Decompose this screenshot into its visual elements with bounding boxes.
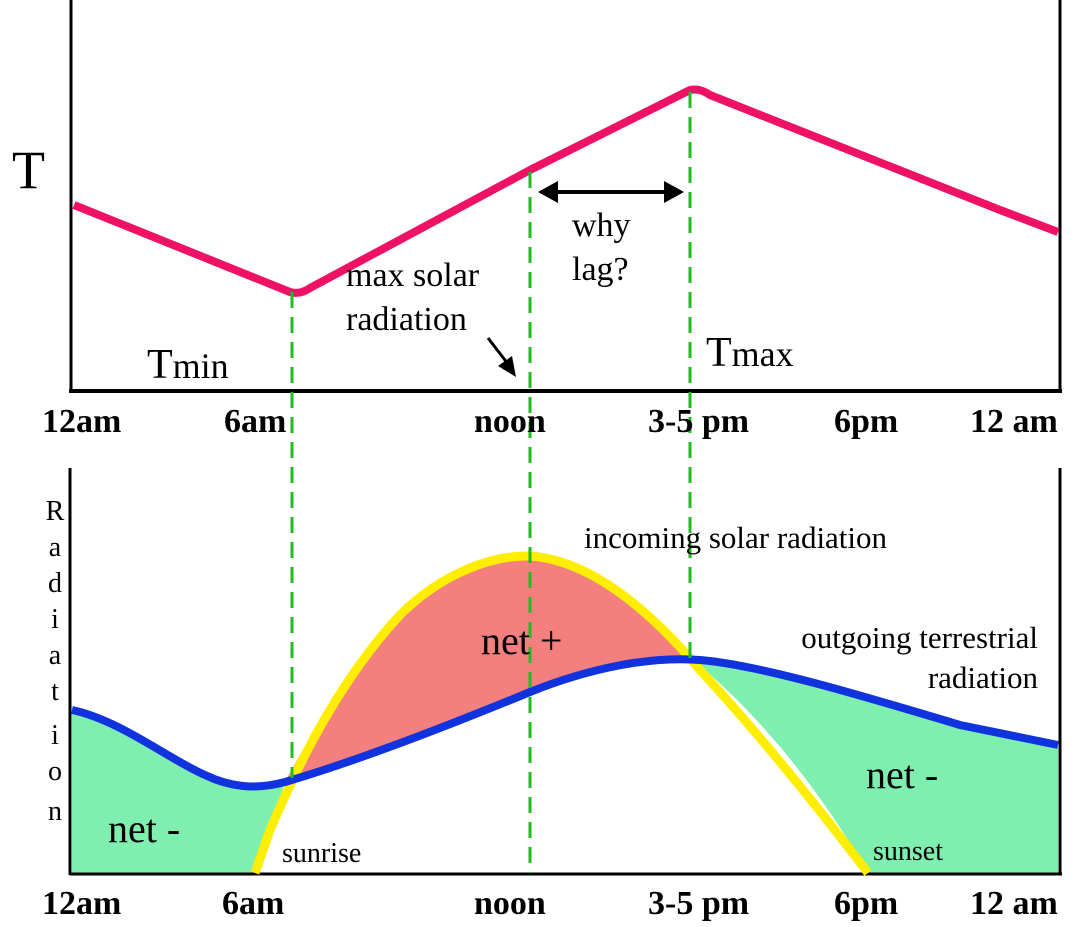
sunset-label: sunset bbox=[873, 836, 943, 867]
radiation-tick-6am: 6am bbox=[222, 885, 284, 922]
temperature-tick-6am: 6am bbox=[224, 403, 286, 440]
radiation-axis-letter-3: i bbox=[51, 604, 59, 635]
temperature-tick-12am: 12am bbox=[42, 403, 121, 440]
max-solar-label-line2: radiation bbox=[346, 301, 467, 338]
tmin-label-sub: min bbox=[173, 346, 229, 386]
radiation-axis-letter-7: o bbox=[48, 756, 62, 787]
radiation-axis-letter-8: n bbox=[48, 796, 62, 827]
radiation-axis-letter-0: R bbox=[46, 496, 65, 527]
tmin-label-main: T bbox=[147, 342, 173, 388]
max-solar-arrow-head bbox=[498, 356, 516, 377]
net-negative-fill-left bbox=[72, 710, 285, 873]
temperature-tick-noon: noon bbox=[474, 403, 546, 440]
outgoing-terrestrial-radiation-curve bbox=[71, 655, 1059, 791]
radiation-tick-12am: 12am bbox=[42, 885, 121, 922]
why-lag-label-line2: lag? bbox=[572, 251, 629, 288]
temperature-tick-3-5pm: 3-5 pm bbox=[648, 403, 749, 440]
outgoing-terrestrial-label-line2: radiation bbox=[928, 660, 1039, 695]
radiation-tick-12am-end: 12 am bbox=[970, 885, 1058, 922]
temperature-tick-12am-end: 12 am bbox=[970, 403, 1058, 440]
radiation-axis-letter-6: i bbox=[51, 720, 59, 751]
net-negative-label-right: net - bbox=[866, 752, 938, 797]
radiation-axis-letter-2: d bbox=[48, 568, 62, 599]
radiation-tick-3-5pm: 3-5 pm bbox=[648, 885, 749, 922]
radiation-axis-label: R a d i a t i o n bbox=[46, 496, 65, 827]
lag-arrow-head-left bbox=[538, 181, 558, 203]
net-negative-label-left: net - bbox=[108, 806, 180, 851]
why-lag-label-line1: why bbox=[572, 207, 631, 244]
tmax-label: Tmax bbox=[706, 330, 794, 376]
net-positive-fill bbox=[285, 555, 693, 782]
max-solar-label-line1: max solar bbox=[346, 257, 480, 294]
max-solar-arrow-shaft bbox=[486, 337, 510, 365]
sunrise-label: sunrise bbox=[282, 838, 361, 869]
radiation-axis-letter-1: a bbox=[49, 532, 62, 563]
radiation-axis-letter-5: t bbox=[51, 676, 59, 707]
tmax-label-main: T bbox=[706, 330, 732, 376]
net-positive-label: net + bbox=[481, 618, 562, 663]
temperature-tick-6pm: 6pm bbox=[834, 403, 898, 440]
outgoing-terrestrial-label-line1: outgoing terrestrial bbox=[801, 620, 1038, 655]
temperature-curve bbox=[72, 85, 1060, 297]
tmax-label-sub: max bbox=[732, 334, 794, 374]
temperature-axis-label: T bbox=[12, 140, 45, 200]
radiation-tick-noon: noon bbox=[474, 885, 546, 922]
net-negative-fill-right bbox=[693, 660, 1058, 873]
radiation-axis-letter-4: a bbox=[49, 640, 62, 671]
radiation-tick-6pm: 6pm bbox=[834, 885, 898, 922]
tmin-label: Tmin bbox=[147, 342, 229, 388]
lag-arrow-head-right bbox=[664, 181, 684, 203]
incoming-solar-radiation-label: incoming solar radiation bbox=[584, 520, 888, 555]
